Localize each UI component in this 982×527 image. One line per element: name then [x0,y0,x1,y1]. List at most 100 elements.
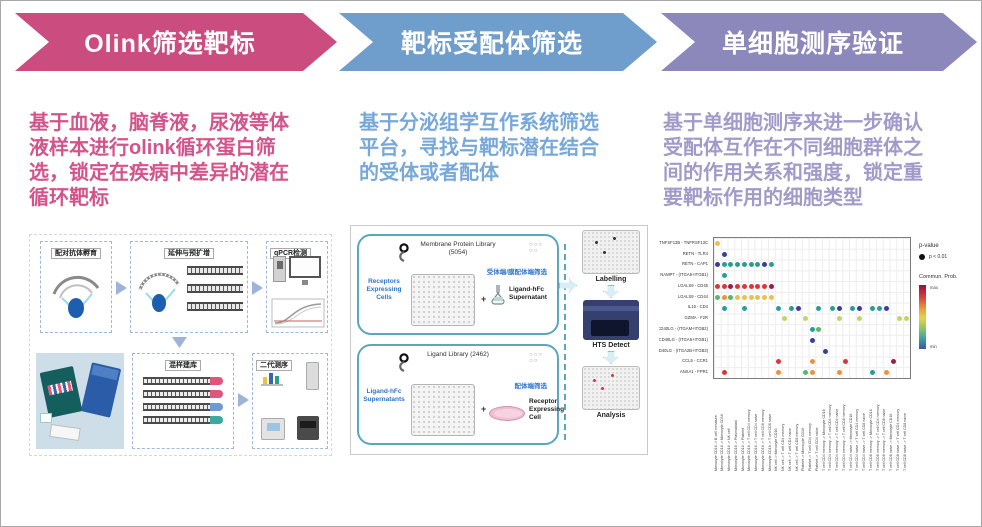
dotplot-dot [843,359,849,365]
dotplot-row-label: RETN - TLR4 [682,250,708,256]
dotplot-dot [809,327,815,333]
dotplot-dot [755,283,761,289]
dotplot-dot [775,370,781,376]
dotplot-row-label: LGALS9 - CD45 [677,282,708,288]
qpcr-instrument-icon [273,256,286,282]
dotplot-dot [714,294,720,300]
dotplot-dot [883,305,889,311]
dotplot-col-label: T cell CD8 naive -> T cell CD4 memory [895,408,900,471]
dotplot-col-label: T cell CD8 naive -> T cell CD8 naive [902,413,907,471]
colorbar-legend-title: Commun. Prob. [919,274,958,280]
dotplot-row-label: ANXA1 - FPR1 [679,369,708,375]
step-arrow-olink-label: Olink筛选靶标 [84,30,256,58]
ligand-mode-label: 配体端筛选 [514,383,548,390]
description-olink: 基于血液，脑脊液，尿液等体 液样本进行olink循环蛋白筛 选，锁定在疾病中差异… [29,112,289,209]
labelling-plate-icon [582,230,640,274]
workflow-arrow-right-icon [238,393,249,407]
library-strip-icon [143,416,223,424]
colorbar-min-label: min [930,344,937,349]
petri-dish-icon [489,406,525,421]
dotplot-row-label: NAMPT - (ITGA5+ITGB1) [660,272,708,278]
dotplot-col-label: T cell CD8 memory -> T cell CD4 memory [875,404,880,471]
dotplot-dot [721,370,727,376]
dotplot-col-label: T cell CD4 memory -> Monocyte CD16 [821,409,826,471]
dotplot-dot [728,294,734,300]
kit-box-teal-icon [39,365,83,419]
step-arrow-ligand-receptor-screening: 靶标受配体筛选 [339,13,657,71]
dotplot-col-label: T cell CD8 memory -> T cell CD8 naive [882,408,887,471]
olink-step-extension-preamp: 延伸与预扩增 [130,241,248,333]
dotplot-row-label: CD40LG - (ITGAM+ITGB2) [659,326,708,331]
dotplot-dot [768,294,774,300]
dotplot-dot [816,305,822,311]
dotplot-col-label: Monocyte CD16 -> T cell CD4 memory [747,409,752,471]
ligand-library-label: Ligand Library (2462) [427,351,489,358]
protein-cluster-icon: ○○○○○ [529,352,543,364]
dotplot-xlabels: Monocyte CD16 -> B cell immature Monocyte… [713,381,911,471]
dotplot-dot [748,262,754,268]
dotplot-dot [775,305,781,311]
olink-step4-label: 混样建库 [165,360,201,371]
detection-pipeline: Labelling HTS Detect Analysis [577,230,645,419]
dotplot-dot [809,337,815,343]
dotplot-dot [816,327,822,333]
dotplot-dot [714,262,720,268]
dotplot-col-label: T cell CD8 memory -> Monocyte CD16 [868,409,873,471]
library-strip-icon [143,403,223,411]
dotplot-dot [809,359,815,365]
workflow-arrow-down-icon [172,337,187,348]
dotplot-col-label: NK cell -> T cell CD4 memory [781,423,786,471]
receptor-icon [399,243,409,263]
receptor-screening-box: Membrane Protein Library (5054) ○○○○○ 受体… [357,234,559,335]
dotplot-dot [762,294,768,300]
dotplot-legend: p-value p < 0.01 Commun. Prob. max min [919,243,977,349]
step-arrow-ligand-receptor-label: 靶标受配体筛选 [400,30,583,58]
dotplot-row-label: CD40LG - (ITGA5+ITGB1) [659,336,708,342]
dotplot-dot [748,283,754,289]
dotplot-dot [721,283,727,289]
dotplot-row-label: RETN - CAP1 [681,261,708,267]
membrane-library-label: Membrane Protein Library (5054) [420,241,496,256]
dotplot-col-label: Monocyte CD16 -> B cell immature [713,415,718,471]
labelling-label: Labelling [595,276,627,283]
commun-prob-colorbar [919,285,926,349]
dotplot-dot [762,283,768,289]
dotplot-row-label: GZMA - F2R [684,315,709,321]
qpcr-curve-icon [271,298,325,328]
block-arrow-right-icon [559,278,577,293]
dotplot-dot [795,305,801,311]
plus-sign: + [481,404,487,414]
ligand-hfc-supernatants-label: Ligand-hFc Supernatants [363,388,405,404]
dotplot-dot [721,305,727,311]
sequencer-machine-icon [261,418,285,440]
dotplot-row-label: IL16 - CD4 [687,304,708,310]
olink-step-antibody-incubation: 配对抗体孵育 [40,241,112,333]
block-arrow-down-icon [602,285,620,298]
dotplot-dot [836,316,842,322]
dotplot-dot [735,262,741,268]
analysis-label: Analysis [596,412,626,419]
olink-step2-label: 延伸与预扩增 [164,248,214,259]
ligand-screening-box: Ligand Library (2462) ○○○○○ 配体端筛选 Ligand… [357,344,564,445]
dotplot-dot [802,370,808,376]
dotplot-col-label: T cell CD8 naive -> Monocyte CD16 [889,413,894,471]
dotplot-dot [721,294,727,300]
dotplot-col-label: NK cell -> T cell CD8 memory [794,423,799,471]
dotplot-dot [721,251,727,257]
kit-strip-icon [49,423,81,442]
dotplot-dot [856,305,862,311]
dotplot-dot [890,359,896,365]
dotplot-dot [775,359,781,365]
dotplot-dot [897,316,903,322]
dotplot-dot [836,370,842,376]
colorbar-max-label: max [930,285,938,290]
ngs-barchart-icon [261,370,283,386]
dotplot-col-label: NK cell -> T cell CD4 naive [787,428,792,471]
dotplot-col-label: T cell CD4 naive -> Monocyte CD16 [848,413,853,471]
dotplot-dot [782,316,788,322]
flask-icon [491,285,505,305]
step-arrow-olink: Olink筛选靶标 [15,13,337,71]
dotplot-dot [823,348,829,354]
